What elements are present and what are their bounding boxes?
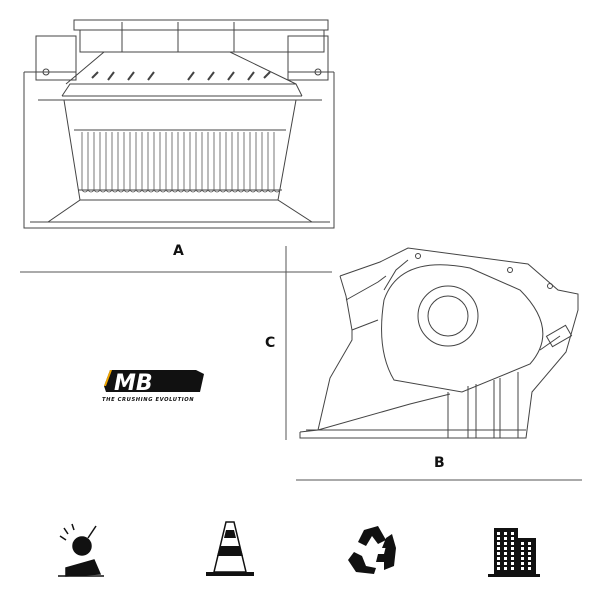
building-icon [488, 528, 540, 577]
demolition-icon [58, 523, 104, 577]
logo-tagline: THE CRUSHING EVOLUTION [102, 397, 195, 403]
mb-logo: MB THE CRUSHING EVOLUTION [100, 366, 208, 408]
dimension-b-label: B [434, 455, 445, 471]
logo-accent [104, 370, 112, 386]
logo-letters: MB [114, 371, 153, 396]
dimension-c-label: C [265, 335, 276, 351]
dimension-a-label: A [173, 243, 184, 259]
recycling-icon [348, 526, 396, 574]
road-cone-icon [206, 521, 254, 576]
